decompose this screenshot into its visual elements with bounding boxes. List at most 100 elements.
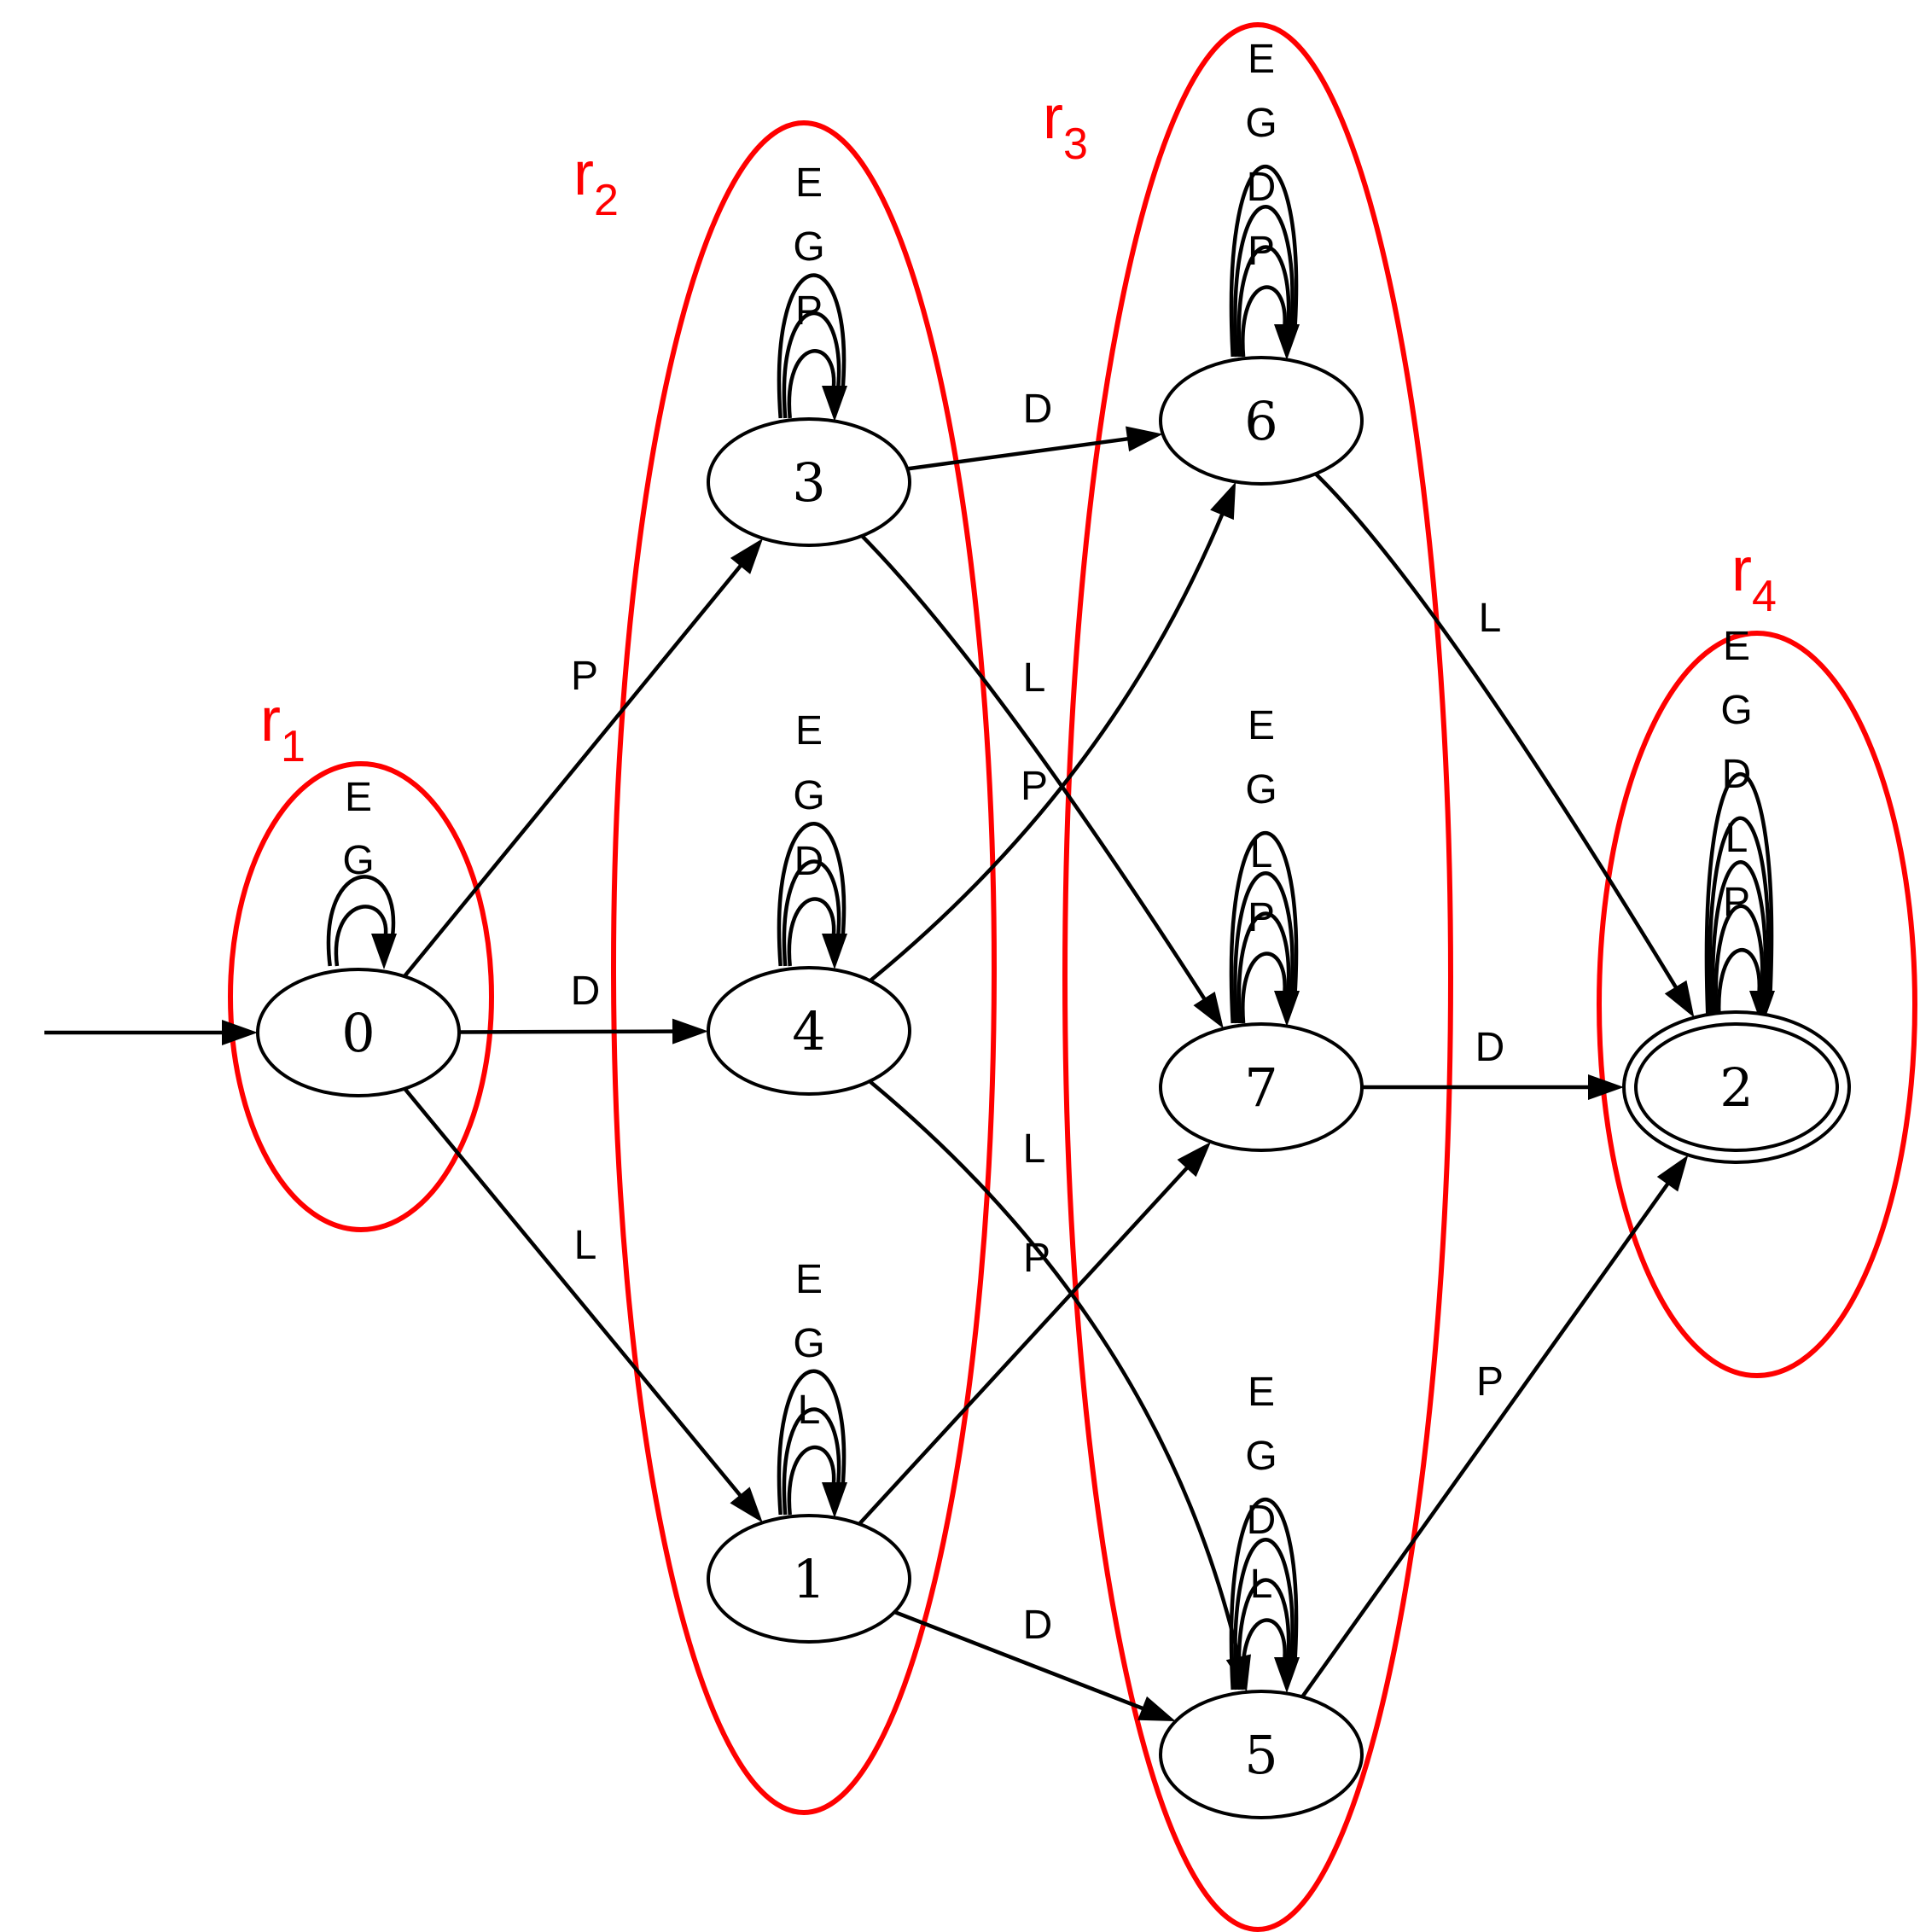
self-loop-2-L-label: L — [1725, 816, 1748, 861]
self-loop-1-G-label: G — [793, 1321, 824, 1366]
edge-7-2-arrowhead — [1588, 1074, 1624, 1100]
self-loop-3-P-label: P — [795, 288, 823, 334]
region-letter: r — [573, 140, 594, 208]
self-loop-2-P-line — [1716, 948, 1762, 1024]
edge-7-2-label: D — [1475, 1025, 1505, 1070]
state-4-label: 4 — [792, 1000, 825, 1062]
edge-3-6-line — [907, 436, 1130, 471]
edge-0-4-label: D — [571, 969, 601, 1014]
self-loop-0-G-label: G — [342, 838, 374, 883]
self-loop-6-G-label: G — [1245, 101, 1277, 146]
self-loop-5-E-label: E — [1248, 1370, 1275, 1415]
edge-5-2-label: P — [1476, 1359, 1504, 1405]
region-r3-boundary — [1062, 22, 1453, 1932]
edge-0-1-arrowhead — [730, 1487, 763, 1523]
self-loop-4-D-label: D — [794, 839, 824, 884]
self-loop-5-L-line — [1241, 1618, 1287, 1690]
self-loop-7-L-line — [1236, 911, 1291, 1024]
self-loop-2-D-line — [1710, 860, 1768, 1024]
region-r1-label: r1 — [260, 686, 305, 771]
edge-3-6-label: D — [1023, 387, 1053, 432]
self-loop-1-L-line — [787, 1445, 836, 1516]
self-loop-4-G-line — [782, 859, 841, 967]
edge-6-2-line — [1314, 472, 1679, 990]
region-r3-label: r3 — [1043, 84, 1088, 169]
self-loop-2-G-line — [1708, 816, 1771, 1024]
self-loop-3-arrowhead — [822, 386, 847, 422]
self-loop-4-G-label: G — [793, 773, 824, 818]
self-loop-2-E-line — [1704, 772, 1774, 1024]
self-loop-6-D-label: D — [1247, 165, 1277, 210]
self-loop-2-arrowhead — [1749, 991, 1775, 1027]
self-loop-4-arrowhead — [822, 934, 847, 969]
self-loop-0-E-label: E — [345, 775, 372, 820]
self-loop-5-D-label: D — [1247, 1498, 1277, 1543]
region-subscript: 3 — [1063, 119, 1088, 169]
region-subscript: 2 — [594, 176, 619, 225]
edge-0-3-line — [403, 563, 743, 978]
self-loop-3-E-label: E — [795, 160, 823, 206]
self-loop-6-E-line — [1229, 165, 1299, 358]
self-loop-4-D-line — [787, 897, 836, 967]
self-loop-5-D-line — [1236, 1578, 1291, 1690]
self-loop-0-G-line — [334, 905, 388, 967]
self-loop-7-G-label: G — [1245, 767, 1277, 812]
self-loop-6-G-line — [1233, 205, 1295, 358]
self-loop-5-E-line — [1229, 1498, 1299, 1690]
state-1-label: 1 — [792, 1548, 825, 1610]
state-7-circle — [1159, 1022, 1364, 1152]
edge-3-7-arrowhead — [1193, 991, 1224, 1029]
edge-0-3-arrowhead — [730, 538, 764, 574]
edge-1-5-line — [893, 1609, 1145, 1711]
region-letter: r — [260, 686, 281, 754]
self-loop-6-arrowhead — [1274, 324, 1300, 360]
edge-1-7-label: P — [1023, 1236, 1050, 1281]
self-loop-3-P-line — [787, 349, 836, 419]
self-loop-0-arrowhead — [371, 934, 397, 969]
self-loop-2-E-label: E — [1723, 624, 1750, 669]
self-loop-2-L-line — [1713, 904, 1765, 1024]
state-7-label: 7 — [1244, 1056, 1277, 1119]
edge-3-7-label: L — [1023, 655, 1046, 701]
self-loop-7-P-label: P — [1248, 895, 1275, 940]
edge-1-7-line — [858, 1166, 1190, 1526]
self-loop-3-E-line — [777, 273, 847, 419]
self-loop-7-L-label: L — [1250, 831, 1273, 876]
self-loop-1-E-line — [777, 1369, 847, 1516]
edge-4-5-label: L — [1023, 1126, 1046, 1172]
self-loop-3-G-label: G — [793, 224, 824, 270]
self-loop-7-G-line — [1233, 871, 1295, 1024]
state-0-circle — [256, 968, 461, 1097]
region-r4-label: r4 — [1731, 536, 1777, 621]
edge-1-5-label: D — [1023, 1603, 1053, 1648]
edge-3-7-line — [860, 534, 1207, 1001]
self-loop-2-P-label: P — [1723, 880, 1750, 925]
self-loop-6-P-label: P — [1248, 229, 1275, 274]
edge-0-3-label: P — [571, 654, 598, 699]
self-loop-5-L-label: L — [1250, 1562, 1273, 1607]
region-r4-boundary — [1597, 631, 1917, 1378]
edge-1-7-arrowhead — [1177, 1142, 1212, 1178]
state-2-label: 2 — [1719, 1056, 1753, 1119]
initial-arrow-head — [222, 1020, 258, 1045]
region-letter: r — [1043, 84, 1063, 152]
edge-5-2-arrowhead — [1656, 1155, 1689, 1192]
edge-0-4-arrowhead — [672, 1018, 709, 1045]
self-loop-6-P-line — [1241, 285, 1287, 358]
state-4-circle — [707, 966, 911, 1096]
edge-0-4-line — [458, 1029, 675, 1034]
self-loop-7-P-line — [1241, 951, 1287, 1024]
region-r2-boundary — [611, 120, 997, 1815]
self-loop-7-arrowhead — [1274, 991, 1300, 1027]
edge-4-5-line — [868, 1079, 1242, 1660]
self-loop-0-E-line — [326, 875, 396, 967]
edge-1-5-arrowhead — [1137, 1696, 1176, 1722]
state-5-label: 5 — [1244, 1724, 1277, 1786]
self-loop-1-G-line — [782, 1407, 841, 1516]
self-loop-4-E-label: E — [795, 708, 823, 754]
self-loop-7-E-label: E — [1248, 703, 1275, 748]
self-loop-1-arrowhead — [822, 1482, 847, 1518]
self-loop-5-G-label: G — [1245, 1434, 1277, 1479]
state-2-inner-circle — [1634, 1022, 1839, 1152]
